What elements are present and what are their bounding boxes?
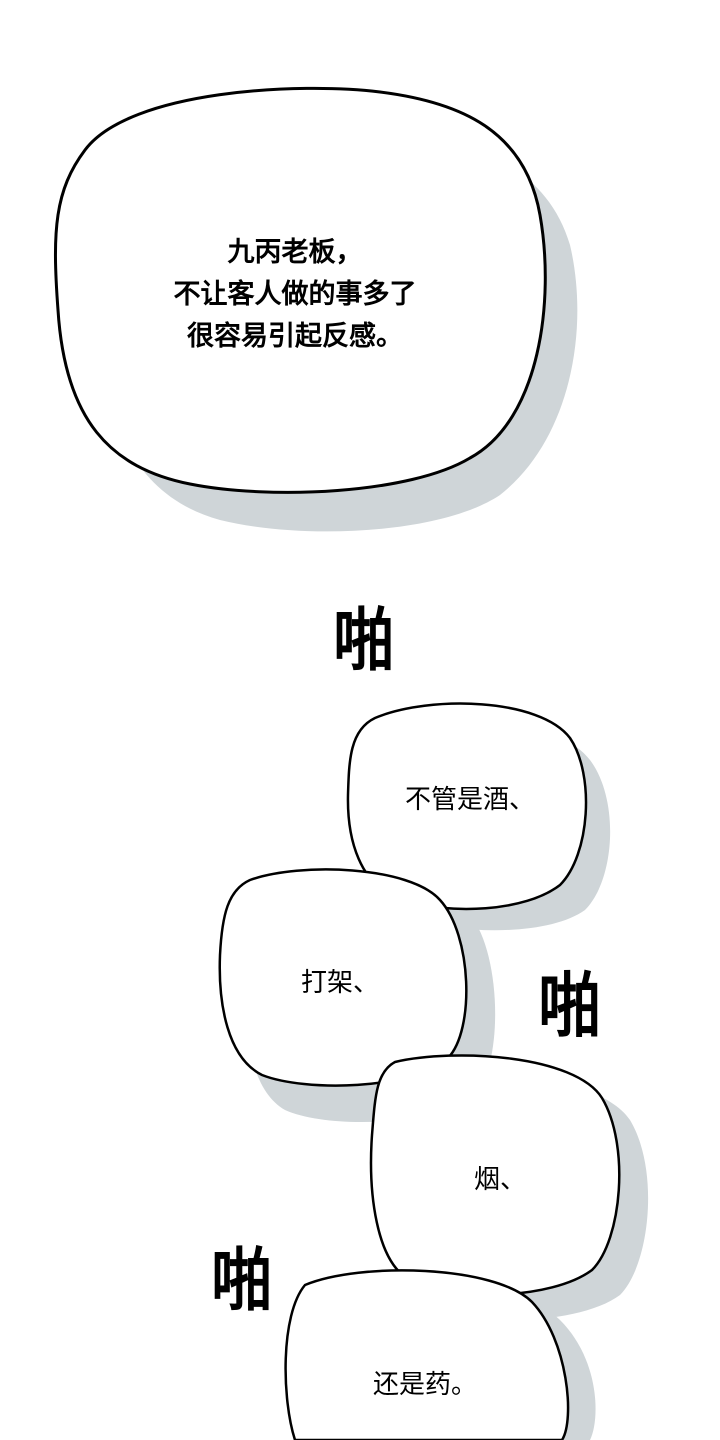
chain-bubble-3-outline — [369, 1054, 621, 1296]
chain-bubble-4-text: 还是药。 — [372, 1370, 477, 1400]
chain-bubble-2-text: 打架、 — [300, 968, 379, 998]
big-bubble-outline — [53, 86, 547, 494]
chain-bubble-1-text: 不管是酒、 — [404, 785, 535, 815]
chain-bubble-3-text: 烟、 — [473, 1165, 526, 1195]
sfx-slap-1: 啪 — [333, 602, 394, 681]
sfx-slap-3: 啪 — [211, 1242, 272, 1321]
chain-bubble-1-outline — [346, 702, 588, 911]
chain-bubble-4-outline — [284, 1269, 570, 1440]
sfx-slap-2: 啪 — [538, 965, 601, 1047]
big-bubble-line-3: 很容易引起反感。 — [187, 321, 403, 352]
big-bubble-line-2: 不让客人做的事多了 — [173, 279, 417, 310]
big-bubble-text: 九丙老板， 不让客人做的事多了 很容易引起反感。 — [100, 232, 490, 358]
big-bubble-line-1: 九丙老板， — [227, 237, 363, 268]
